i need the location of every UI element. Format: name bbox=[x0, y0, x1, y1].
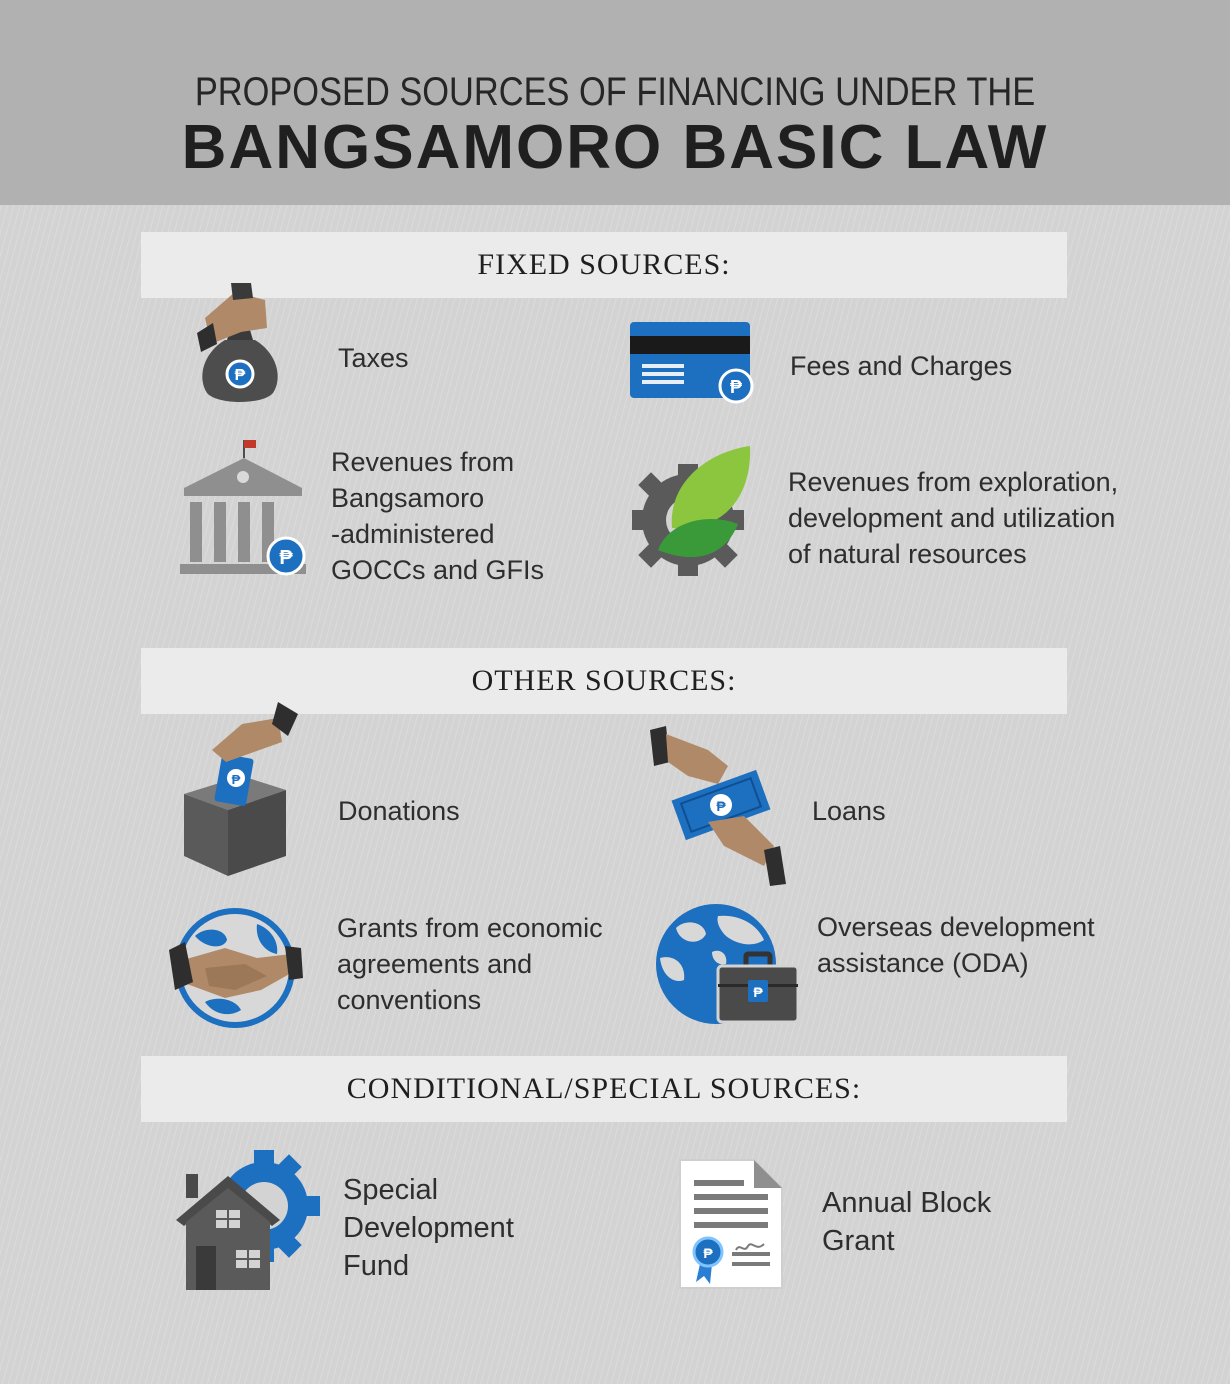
donation-box-icon: ₱ bbox=[184, 702, 298, 876]
item-gocc: Revenues from Bangsamoro -administered G… bbox=[331, 447, 545, 585]
section-heading-fixed: FIXED SOURCES: bbox=[141, 232, 1067, 298]
svg-text:₱: ₱ bbox=[235, 367, 246, 384]
cash-exchange-icon: ₱ bbox=[650, 726, 786, 886]
item-natural-resources: Revenues from exploration, development a… bbox=[788, 467, 1119, 569]
government-building-icon: ₱ bbox=[180, 440, 306, 576]
svg-text:₱: ₱ bbox=[730, 377, 742, 397]
house-gear-icon bbox=[176, 1150, 320, 1290]
globe-handshake-icon bbox=[169, 908, 303, 1028]
section-heading-other: OTHER SOURCES: bbox=[141, 648, 1067, 714]
svg-text:₱: ₱ bbox=[232, 772, 241, 787]
item-special-development-fund: Special Development Fund bbox=[343, 1174, 514, 1282]
gear-leaf-icon bbox=[632, 446, 751, 576]
header-subtitle: PROPOSED SOURCES OF FINANCING UNDER THE bbox=[194, 70, 1036, 114]
section-heading-conditional: CONDITIONAL/SPECIAL SOURCES: bbox=[141, 1056, 1067, 1122]
credit-card-icon: ₱ bbox=[630, 322, 754, 404]
svg-text:₱: ₱ bbox=[279, 547, 293, 569]
svg-text:₱: ₱ bbox=[753, 984, 763, 1000]
item-oda: Overseas development assistance (ODA) bbox=[817, 912, 1095, 978]
globe-briefcase-icon: ₱ bbox=[656, 904, 800, 1024]
item-taxes: Taxes bbox=[338, 343, 409, 373]
header-title: BANGSAMORO BASIC LAW bbox=[181, 113, 1049, 182]
header-banner: PROPOSED SOURCES OF FINANCING UNDER THE … bbox=[0, 0, 1230, 205]
item-loans: Loans bbox=[812, 796, 886, 826]
item-grants: Grants from economic agreements and conv… bbox=[337, 913, 603, 1015]
money-bag-icon: ₱ bbox=[197, 283, 278, 402]
svg-text:₱: ₱ bbox=[703, 1245, 713, 1261]
certificate-document-icon: ₱ bbox=[679, 1159, 783, 1289]
item-donations: Donations bbox=[338, 796, 460, 826]
item-annual-block-grant: Annual Block Grant bbox=[822, 1187, 992, 1257]
svg-text:₱: ₱ bbox=[716, 798, 726, 814]
item-fees: Fees and Charges bbox=[790, 351, 1013, 381]
